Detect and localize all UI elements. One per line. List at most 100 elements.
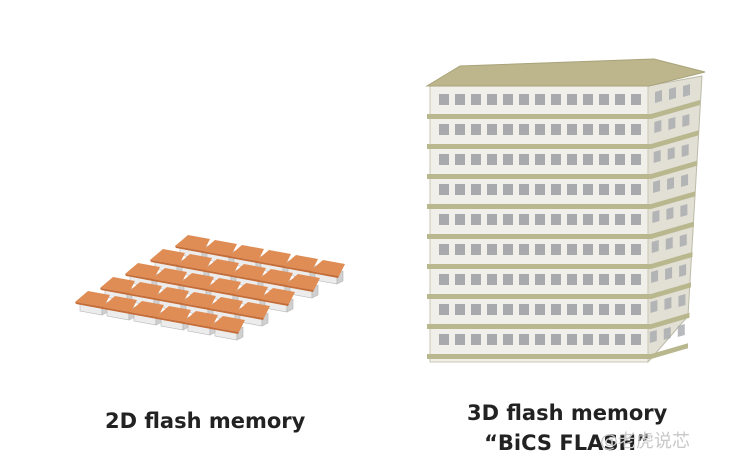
window-icon — [583, 124, 593, 135]
window-icon — [471, 304, 481, 315]
window-icon — [519, 244, 529, 255]
window-icon — [583, 184, 593, 195]
house-icon — [285, 274, 320, 299]
house-icon — [235, 302, 270, 327]
stacked-memory-label-line2: “BiCS FLASH” — [484, 431, 650, 455]
window-icon — [615, 274, 625, 285]
window-icon — [535, 214, 545, 225]
window-icon — [599, 274, 609, 285]
house-icon — [152, 268, 187, 293]
window-icon — [599, 244, 609, 255]
window-icon — [599, 304, 609, 315]
stacked-memory-label-line1: 3D flash memory — [467, 401, 668, 425]
window-icon — [615, 154, 625, 165]
window-icon — [583, 214, 593, 225]
window-icon — [551, 154, 561, 165]
window-icon — [583, 244, 593, 255]
window-icon — [535, 304, 545, 315]
house-icon — [208, 297, 243, 322]
window-icon — [615, 244, 625, 255]
window-icon — [631, 334, 641, 345]
window-icon — [455, 124, 465, 135]
window-icon — [631, 184, 641, 195]
window-icon — [519, 334, 529, 345]
window-icon — [615, 304, 625, 315]
window-icon — [551, 214, 561, 225]
window-icon — [615, 94, 625, 105]
window-icon — [487, 244, 497, 255]
window-icon — [471, 94, 481, 105]
window-icon — [439, 154, 449, 165]
house-icon — [260, 288, 295, 313]
window-icon — [487, 274, 497, 285]
window-icon — [615, 184, 625, 195]
window-icon — [535, 154, 545, 165]
window-icon — [583, 94, 593, 105]
house-icon — [177, 254, 212, 279]
window-icon — [471, 244, 481, 255]
window-icon — [599, 334, 609, 345]
house-icon — [175, 235, 210, 260]
window-icon — [503, 94, 513, 105]
house-icon — [75, 291, 110, 316]
window-icon — [551, 124, 561, 135]
window-icon — [439, 244, 449, 255]
window-icon — [503, 274, 513, 285]
window-icon — [567, 334, 577, 345]
window-icon — [519, 124, 529, 135]
window-icon — [455, 334, 465, 345]
window-icon — [487, 124, 497, 135]
window-icon — [455, 94, 465, 105]
window-icon — [583, 304, 593, 315]
window-icon — [471, 124, 481, 135]
house-icon — [310, 260, 345, 285]
house-icon — [233, 283, 268, 308]
window-icon — [567, 184, 577, 195]
window-icon — [439, 94, 449, 105]
window-icon — [551, 94, 561, 105]
window-icon — [551, 184, 561, 195]
window-icon — [535, 124, 545, 135]
window-icon — [487, 214, 497, 225]
window-icon — [567, 274, 577, 285]
window-icon — [439, 274, 449, 285]
window-icon — [487, 154, 497, 165]
window-icon — [631, 304, 641, 315]
window-icon — [631, 94, 641, 105]
window-icon — [631, 124, 641, 135]
window-icon — [455, 304, 465, 315]
window-icon — [471, 334, 481, 345]
window-icon — [519, 304, 529, 315]
window-icon — [519, 274, 529, 285]
window-icon — [599, 154, 609, 165]
window-icon — [535, 334, 545, 345]
window-icon — [631, 154, 641, 165]
window-icon — [615, 334, 625, 345]
window-icon — [519, 184, 529, 195]
window-icon — [455, 214, 465, 225]
window-icon — [535, 94, 545, 105]
window-icon — [455, 274, 465, 285]
window-icon — [503, 214, 513, 225]
planar-house-grid — [75, 235, 345, 341]
window-icon — [439, 304, 449, 315]
window-icon — [567, 244, 577, 255]
window-icon — [615, 214, 625, 225]
house-icon — [154, 287, 189, 312]
window-icon — [535, 274, 545, 285]
window-icon — [455, 154, 465, 165]
window-icon — [535, 184, 545, 195]
house-icon — [125, 263, 160, 288]
window-icon — [503, 304, 513, 315]
window-icon — [455, 184, 465, 195]
window-icon — [567, 94, 577, 105]
window-icon — [551, 334, 561, 345]
window-icon — [551, 274, 561, 285]
house-icon — [179, 273, 214, 298]
window-icon — [471, 154, 481, 165]
window-icon — [567, 304, 577, 315]
window-icon — [615, 124, 625, 135]
house-icon — [210, 316, 245, 341]
house-icon — [183, 311, 218, 336]
